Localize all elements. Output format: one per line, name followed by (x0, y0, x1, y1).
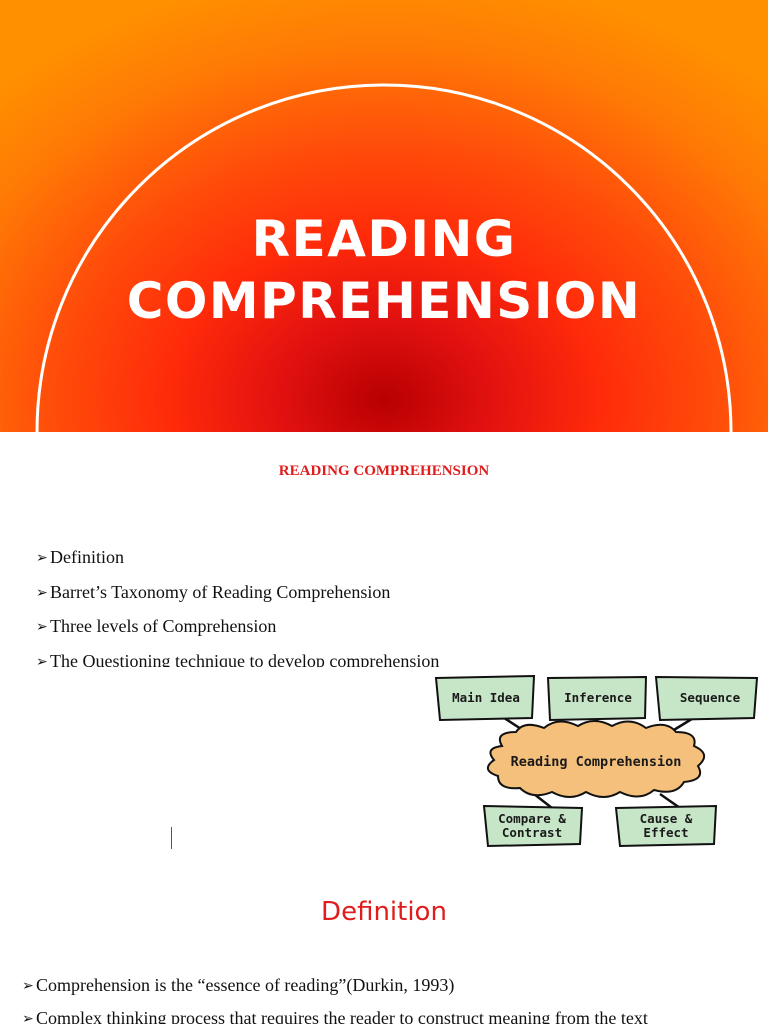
text-cursor (171, 827, 172, 849)
list-item: ➢Definition (36, 546, 439, 581)
svg-text:Reading Comprehension: Reading Comprehension (511, 754, 682, 770)
title-slide: READING COMPREHENSION (0, 0, 768, 432)
svg-text:Main Idea: Main Idea (452, 690, 520, 705)
arrow-bullet-icon: ➢ (36, 585, 48, 601)
outline-list: ➢Definition ➢Barret’s Taxonomy of Readin… (36, 546, 439, 684)
title-arc (35, 83, 733, 432)
reading-comprehension-diagram: Main Idea Inference Sequence Reading Com… (434, 674, 759, 848)
svg-text:Compare &: Compare & (498, 811, 566, 826)
list-item: ➢Barret’s Taxonomy of Reading Comprehens… (36, 581, 439, 616)
list-item: ➢Complex thinking process that requires … (22, 1007, 648, 1024)
diagram-box-inference: Inference (546, 675, 648, 722)
svg-text:Inference: Inference (564, 690, 632, 705)
diagram-box-main-idea: Main Idea (434, 674, 536, 722)
diagram-box-cause-effect: Cause & Effect (614, 804, 718, 848)
diagram-box-sequence: Sequence (654, 675, 759, 722)
definition-heading: Definition (321, 897, 447, 927)
list-item: ➢Comprehension is the “essence of readin… (22, 974, 648, 1007)
diagram-center-cloud: Reading Comprehension (487, 720, 705, 798)
text-clip-mask (36, 667, 476, 679)
slide-title-line-2: COMPREHENSION (126, 272, 642, 330)
slide-title: READING COMPREHENSION (0, 208, 768, 332)
arrow-bullet-icon: ➢ (36, 654, 48, 670)
arrow-bullet-icon: ➢ (36, 551, 48, 566)
arrow-bullet-icon: ➢ (36, 620, 48, 635)
svg-text:Sequence: Sequence (680, 690, 741, 705)
svg-text:Effect: Effect (643, 825, 688, 840)
arrow-bullet-icon: ➢ (22, 1012, 34, 1024)
diagram-box-compare-contrast: Compare & Contrast (482, 804, 584, 848)
slide-title-line-1: READING (251, 210, 517, 268)
svg-text:Contrast: Contrast (502, 825, 562, 840)
definition-list: ➢Comprehension is the “essence of readin… (22, 974, 648, 1024)
svg-text:Cause &: Cause & (640, 811, 693, 826)
list-item: ➢Three levels of Comprehension (36, 615, 439, 650)
outline-heading: READING COMPREHENSION (278, 463, 490, 479)
list-item: ➢The Questioning technique to develop co… (36, 650, 439, 685)
arrow-bullet-icon: ➢ (22, 979, 34, 994)
